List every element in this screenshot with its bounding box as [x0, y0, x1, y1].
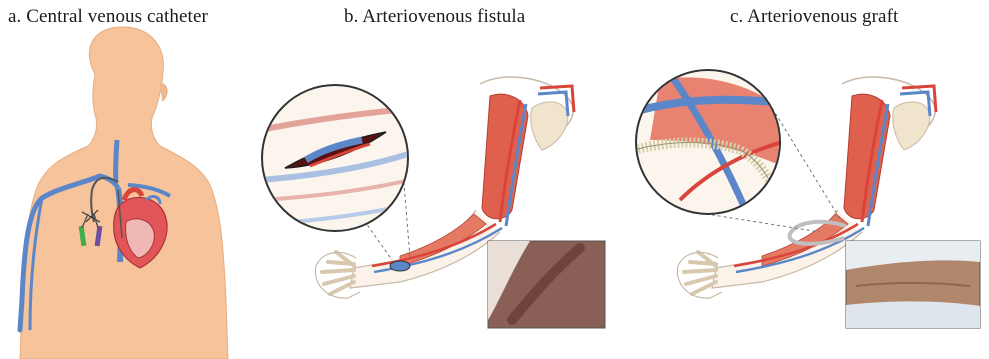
torso-illustration [0, 0, 250, 359]
upper-arm-muscle [482, 94, 528, 219]
scapula-bone [531, 102, 568, 150]
hand-bones [322, 252, 354, 294]
photo-lower [846, 301, 980, 328]
arm-fistula-illustration [250, 0, 620, 359]
arm-graft-illustration [620, 0, 989, 359]
panel-central-venous-catheter: a. Central venous catheter [0, 0, 250, 359]
zoom-line-1 [694, 212, 820, 232]
panel-arteriovenous-graft: c. Arteriovenous graft [620, 0, 989, 359]
jugular-vein [116, 140, 117, 182]
scapula-bone [893, 102, 930, 150]
upper-arm-muscle [844, 94, 890, 219]
hand-bones [684, 252, 716, 294]
fistula-site [390, 261, 410, 271]
panel-arteriovenous-fistula: b. Arteriovenous fistula [250, 0, 620, 359]
ear [160, 84, 167, 101]
